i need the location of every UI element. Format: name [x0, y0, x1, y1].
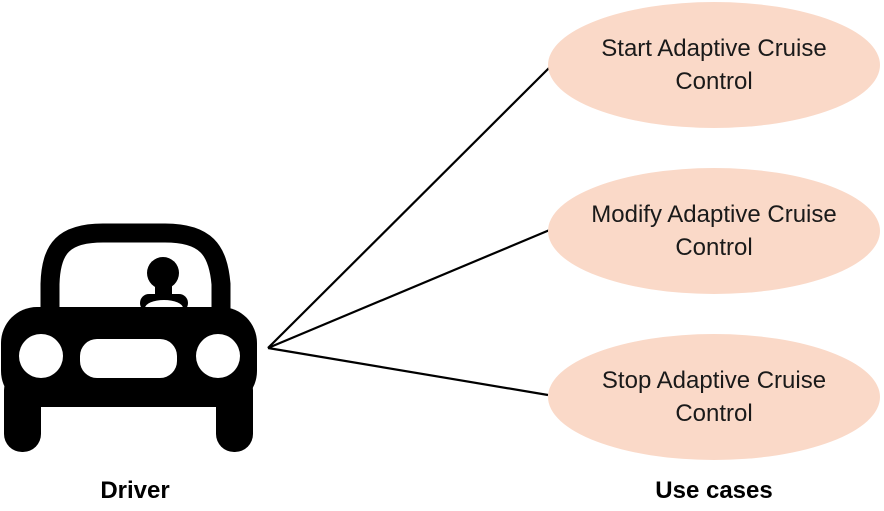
- car-cabin: [40, 223, 231, 328]
- use-case-label: Modify Adaptive Cruise Control: [591, 201, 837, 261]
- grille: [80, 339, 177, 378]
- use-case-stop-acc: Stop Adaptive Cruise Control: [548, 334, 880, 460]
- use-case-modify-acc: Modify Adaptive Cruise Control: [548, 168, 880, 294]
- right-headlight: [196, 334, 240, 378]
- use-case-label: Stop Adaptive Cruise Control: [601, 367, 827, 427]
- use-case-label: Start Adaptive Cruise Control: [601, 35, 827, 95]
- association-line-modify-acc: [267, 227, 553, 350]
- left-headlight: [19, 334, 63, 378]
- driver-head: [147, 257, 179, 289]
- car-with-driver-icon: [1, 223, 257, 452]
- actor-label: Driver: [100, 477, 170, 504]
- use-case-start-acc: Start Adaptive Cruise Control: [548, 2, 880, 128]
- association-line-start-acc: [267, 66, 551, 349]
- association-line-stop-acc: [267, 346, 549, 397]
- use-cases-group-label: Use cases: [655, 477, 773, 504]
